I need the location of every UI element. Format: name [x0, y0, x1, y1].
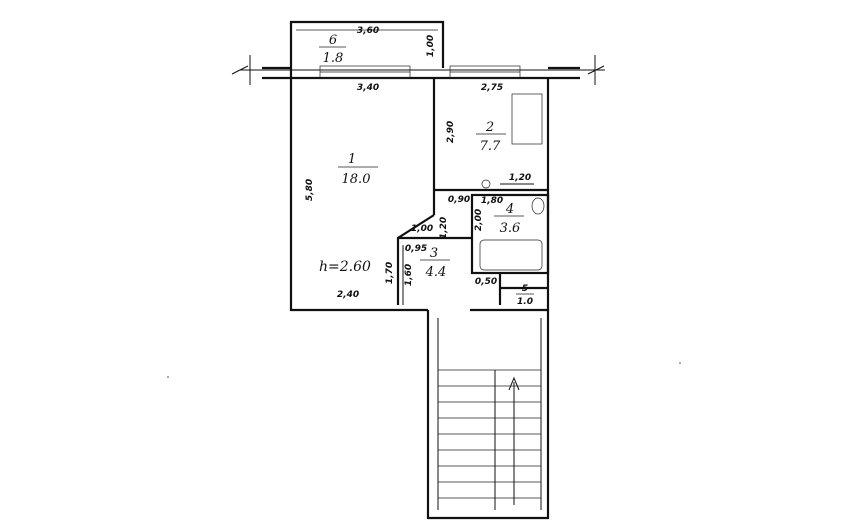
dim-hall-e: 1,20 [439, 217, 449, 239]
balcony [289, 20, 445, 68]
room-4-number: 4 [505, 202, 514, 217]
interior-walls [396, 78, 550, 305]
dim-wc-a: 0,50 [475, 277, 497, 287]
dim-bath-c: 1,20 [509, 173, 531, 183]
room-6-area: 1.8 [323, 51, 344, 66]
ceiling-height-label: h=2.60 [319, 259, 371, 275]
room-5-area: 1.0 [517, 297, 533, 307]
room-2-number: 2 [485, 120, 494, 135]
dim-balcony-width: 3,60 [357, 26, 379, 36]
room-label-bars [319, 46, 534, 295]
room-5-number: 5 [522, 284, 528, 294]
room-2-area: 7.7 [480, 139, 501, 154]
dim-room1-width: 3,40 [357, 83, 379, 93]
dim-room1-length: 5,80 [305, 179, 315, 201]
bathroom-fixtures [479, 197, 545, 271]
room-4-area: 3.6 [500, 221, 521, 236]
room-1-area: 18.0 [342, 172, 371, 187]
dim-room2-width: 2,75 [481, 83, 503, 93]
dim-balcony-depth: 1,00 [426, 35, 436, 57]
dim-hall-a: 1,00 [411, 224, 433, 234]
room-3-number: 3 [430, 246, 438, 261]
dim-bath-a: 1,80 [481, 196, 503, 206]
dim-hall-c: 1,70 [385, 262, 395, 284]
room-6-number: 6 [329, 33, 337, 48]
dim-bath-b: 2,00 [474, 209, 484, 231]
scan-marks [167, 362, 681, 378]
room-1-number: 1 [348, 152, 356, 167]
room-3-area: 4.4 [425, 265, 447, 280]
facade-axis-line [231, 55, 605, 85]
dim-corridor-a: 0,90 [448, 195, 470, 205]
kitchen-fixtures [481, 93, 543, 189]
staircase [426, 310, 550, 520]
dim-room2-length: 2,90 [446, 121, 456, 143]
dim-hall-b: 0,95 [405, 244, 427, 254]
dim-room1-bottom: 2,40 [337, 290, 359, 300]
windows [319, 65, 521, 79]
dim-hall-d: 1,60 [404, 264, 414, 286]
